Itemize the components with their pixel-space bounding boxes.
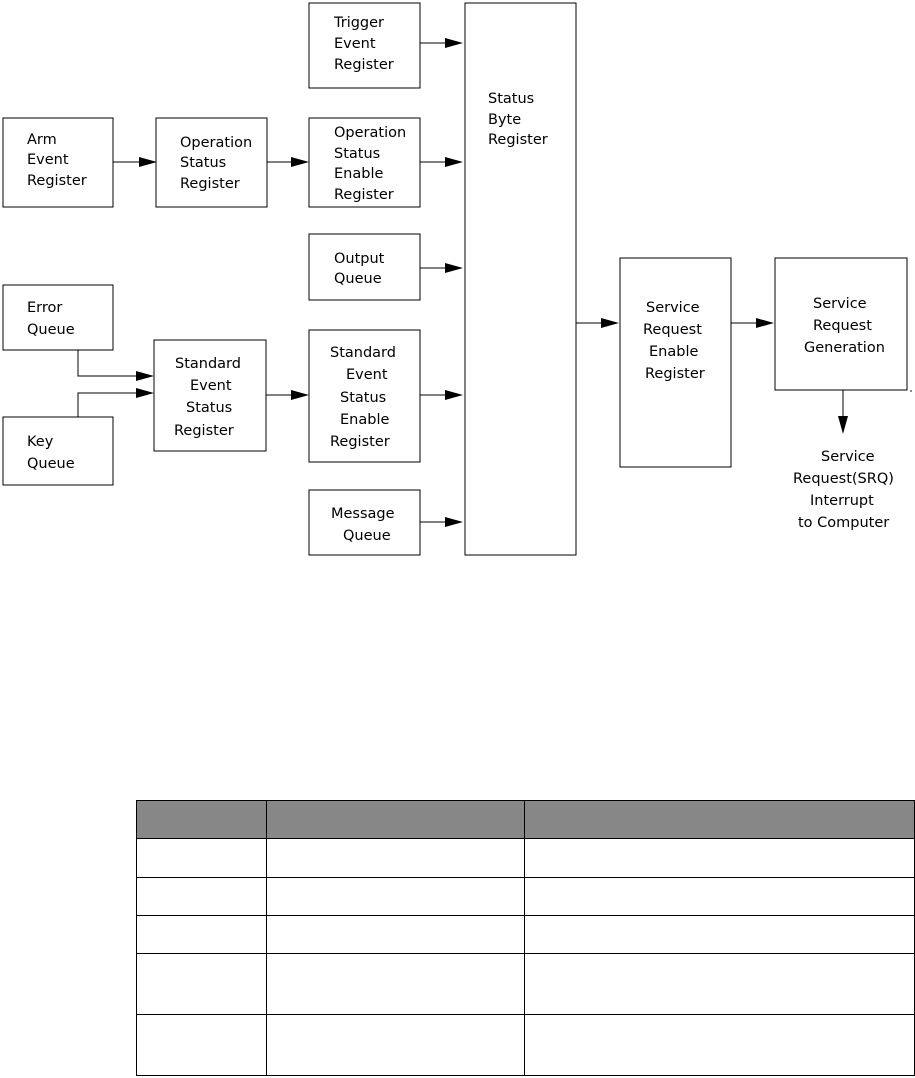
svg-text:Byte: Byte	[488, 112, 521, 128]
svg-text:Queue: Queue	[334, 271, 382, 287]
svg-text:Status: Status	[180, 155, 226, 171]
connector-status-byte-to-sre	[576, 318, 619, 328]
table-row	[136, 838, 915, 878]
svg-text:Register: Register	[180, 176, 240, 192]
table-cell	[136, 953, 267, 1015]
table-cell	[265, 915, 526, 954]
svg-text:Service: Service	[646, 300, 700, 316]
dot-mark	[910, 390, 912, 392]
svg-text:Error: Error	[27, 300, 62, 316]
svg-text:Standard: Standard	[175, 356, 241, 372]
svg-text:Operation: Operation	[334, 125, 406, 141]
srq-interrupt-label: Service Request(SRQ) Interrupt to Comput…	[793, 449, 894, 531]
svg-text:Service: Service	[821, 449, 875, 465]
svg-text:Register: Register	[334, 187, 394, 203]
svg-text:Arm: Arm	[27, 132, 57, 148]
svg-text:Request(SRQ): Request(SRQ)	[793, 471, 894, 487]
error-queue-box: Error Queue	[2, 284, 114, 351]
svg-text:Standard: Standard	[330, 345, 396, 361]
standard-event-status-register-box: Standard Event Status Register	[153, 339, 267, 452]
connector-standard-enable-to-status-byte	[420, 390, 463, 400]
connector-error-queue-to-standard-event	[77, 350, 154, 381]
svg-text:Status: Status	[488, 91, 534, 107]
connector-sre-to-generation	[731, 318, 774, 328]
connector-message-queue-to-status-byte	[420, 517, 463, 527]
status-system-diagram: Trigger Event Register Arm Event Registe…	[2, 2, 912, 556]
table-cell	[524, 1014, 915, 1076]
table-header-row	[136, 800, 915, 839]
svg-text:Register: Register	[645, 366, 705, 382]
table-cell	[136, 877, 267, 916]
table-cell	[265, 1014, 526, 1076]
table-cell	[136, 1014, 267, 1076]
svg-text:Event: Event	[190, 378, 232, 394]
svg-text:to Computer: to Computer	[798, 515, 889, 531]
connector-standard-event-to-enable	[266, 390, 309, 400]
svg-text:Register: Register	[27, 173, 87, 189]
svg-text:Event: Event	[27, 152, 69, 168]
table-row	[136, 953, 915, 1015]
connector-arm-to-operation-status	[113, 157, 157, 167]
register-table	[136, 800, 915, 1076]
connector-output-queue-to-status-byte	[420, 263, 463, 273]
svg-text:Queue: Queue	[27, 322, 75, 338]
table-header-cell	[524, 800, 915, 839]
svg-text:Queue: Queue	[343, 528, 391, 544]
table-cell	[265, 877, 526, 916]
output-queue-box: Output Queue	[308, 233, 421, 301]
svg-text:Output: Output	[334, 251, 385, 267]
connector-generation-to-srq	[838, 390, 848, 434]
key-queue-box: Key Queue	[2, 416, 114, 486]
operation-status-enable-register-box: Operation Status Enable Register	[308, 117, 421, 208]
table-header-cell	[265, 800, 526, 839]
svg-text:Operation: Operation	[180, 135, 252, 151]
table-cell	[524, 915, 915, 954]
svg-text:Register: Register	[330, 434, 390, 450]
table-cell	[265, 953, 526, 1015]
table-cell	[136, 915, 267, 954]
table-cell	[524, 953, 915, 1015]
table-cell	[265, 838, 526, 878]
message-queue-box: Message Queue	[308, 489, 421, 556]
svg-text:Event: Event	[334, 36, 376, 52]
svg-text:Generation: Generation	[804, 340, 885, 356]
svg-text:Enable: Enable	[334, 166, 383, 182]
operation-status-register-box: Operation Status Register	[155, 117, 268, 208]
svg-text:Interrupt: Interrupt	[810, 493, 874, 509]
svg-text:Enable: Enable	[340, 412, 389, 428]
table-row	[136, 915, 915, 954]
svg-text:Register: Register	[174, 423, 234, 439]
svg-text:Register: Register	[488, 132, 548, 148]
svg-text:Status: Status	[334, 146, 380, 162]
table-row	[136, 877, 915, 916]
svg-text:Trigger: Trigger	[333, 15, 384, 31]
service-request-generation-box: Service Request Generation	[774, 257, 908, 391]
table-row	[136, 1014, 915, 1076]
svg-text:Request: Request	[813, 318, 872, 334]
trigger-event-register-box: Trigger Event Register	[308, 2, 421, 89]
svg-text:Request: Request	[643, 322, 702, 338]
table-cell	[524, 838, 915, 878]
connector-operation-status-to-enable	[267, 157, 309, 167]
connector-operation-enable-to-status-byte	[420, 157, 463, 167]
standard-event-status-enable-register-box: Standard Event Status Enable Register	[308, 329, 421, 463]
connector-key-queue-to-standard-event	[77, 388, 154, 417]
table-cell	[136, 838, 267, 878]
table-header-cell	[136, 800, 267, 839]
table-cell	[524, 877, 915, 916]
svg-text:Key: Key	[27, 434, 54, 450]
svg-text:Status: Status	[340, 390, 386, 406]
svg-text:Queue: Queue	[27, 456, 75, 472]
svg-text:Message: Message	[331, 506, 395, 522]
arm-event-register-box: Arm Event Register	[2, 117, 114, 208]
connector-trigger-to-status-byte	[420, 38, 463, 48]
service-request-enable-register-box: Service Request Enable Register	[619, 257, 732, 468]
svg-text:Service: Service	[813, 296, 867, 312]
svg-text:Enable: Enable	[649, 344, 698, 360]
svg-text:Event: Event	[346, 367, 388, 383]
svg-text:Register: Register	[334, 57, 394, 73]
svg-text:Status: Status	[186, 400, 232, 416]
status-byte-register-box: Status Byte Register	[464, 2, 577, 556]
